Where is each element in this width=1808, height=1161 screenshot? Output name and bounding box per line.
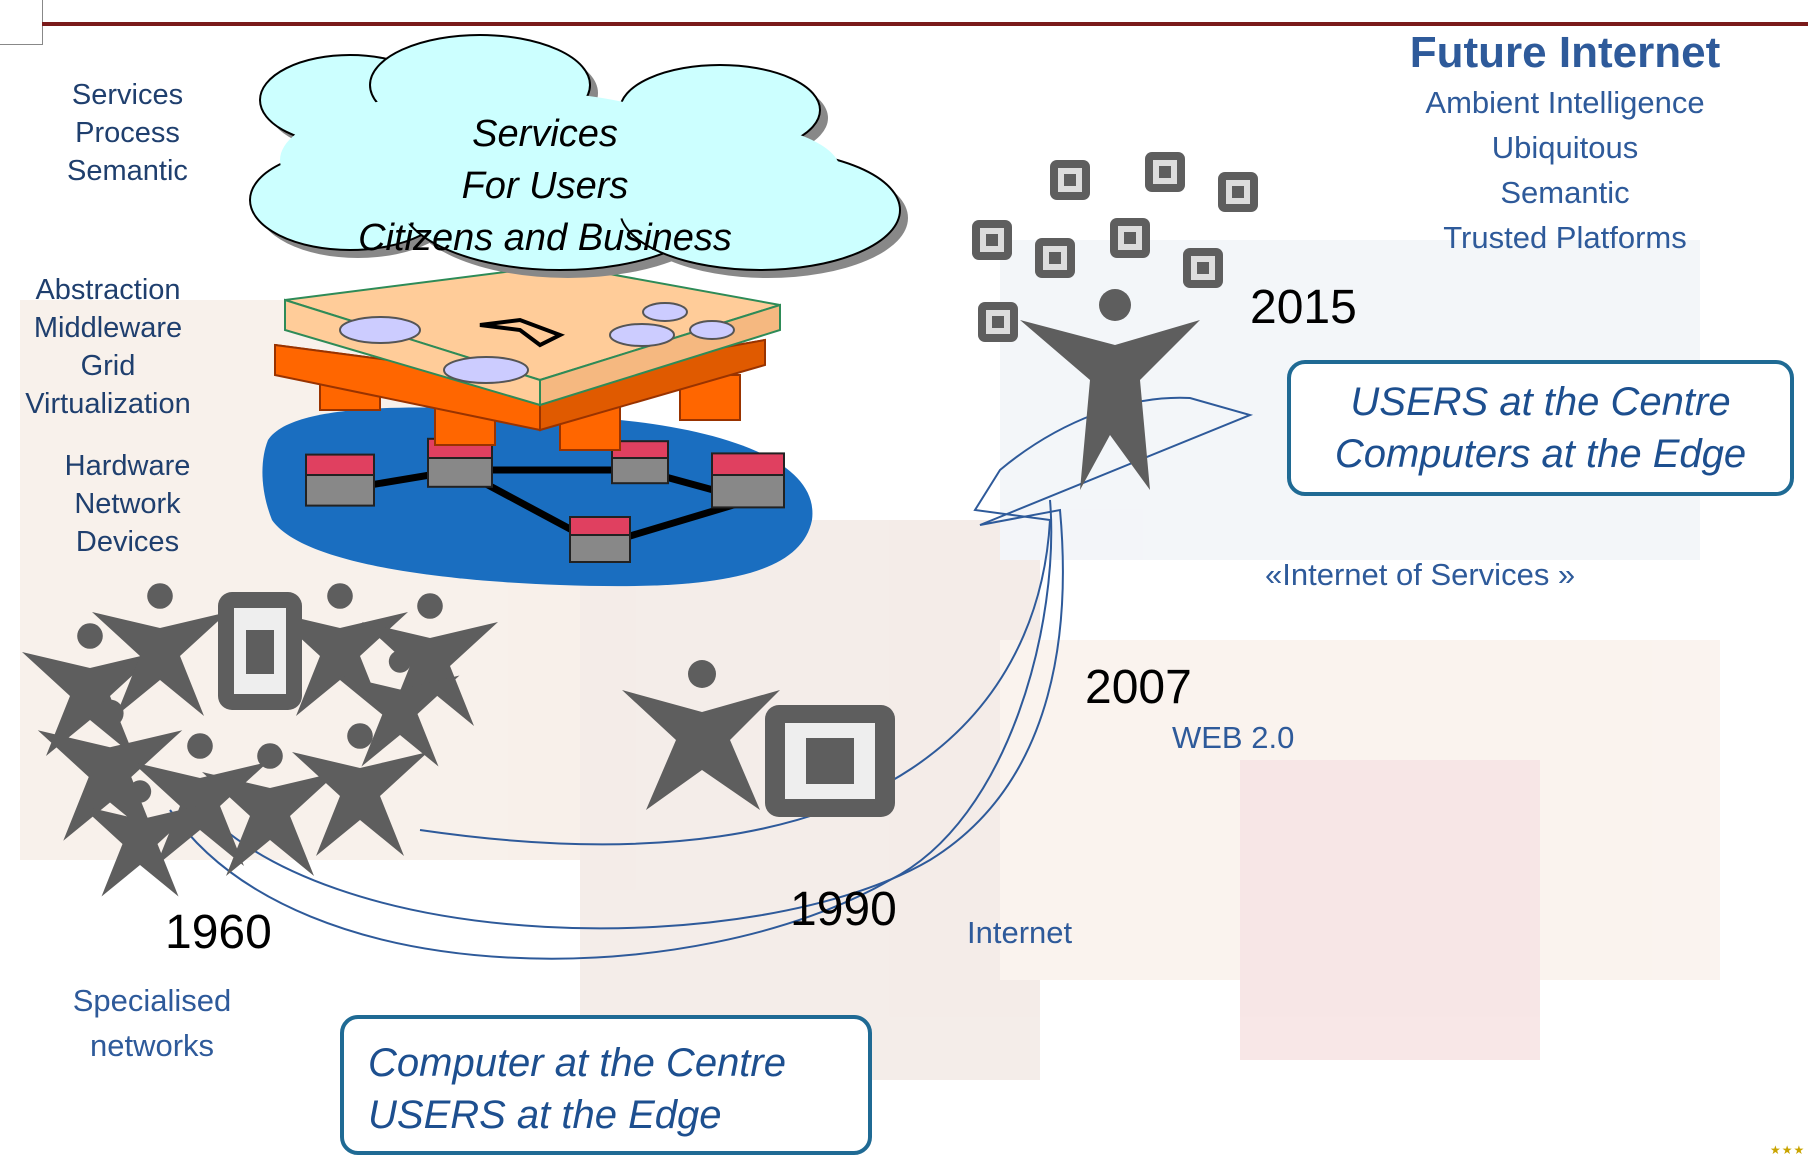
layer-services-labels: Services Process Semantic [55,76,200,190]
label-semantic: Semantic [67,155,188,187]
label-web2: WEB 2.0 [1172,720,1295,755]
network-node [711,452,785,509]
services-cloud [249,34,908,278]
device-chip-icon [1110,218,1150,258]
device-chip-icon [1218,172,1258,212]
label-process: Process [75,117,180,149]
users-centre-line-2: Computers at the Edge [1334,432,1747,476]
user-figure [292,723,428,856]
layer-hardware-labels: Hardware Network Devices [55,447,200,561]
device-chip-icon [978,302,1018,342]
user-figure [362,593,498,726]
network-node [305,453,375,507]
label-devices: Devices [75,526,180,558]
device-chip-icon [972,220,1012,260]
cloud-line-3: Citizens and Business [358,217,732,259]
middleware-platform [274,263,781,432]
label-specialised: Specialised [72,983,232,1018]
year-1960: 1960 [165,906,272,959]
device-chip-icon [1050,160,1090,200]
arc-computer-centre [169,499,1053,960]
cloud-line-1: Services [472,113,618,155]
computer-centre-box: Computer at the Centre USERS at the Edge [340,1015,872,1155]
label-hardware: Hardware [64,450,191,482]
network-node [569,516,631,563]
user-figure [272,583,408,716]
computer-centre-line-1: Computer at the Centre [368,1041,786,1085]
user-figure [92,583,228,716]
future-item-2: Ubiquitous [1491,130,1639,165]
year-1990: 1990 [790,883,897,936]
user-figure [202,743,338,876]
future-item-1: Ambient Intelligence [1425,85,1705,120]
future-item-3: Semantic [1500,175,1630,210]
single-user-with-device [622,660,895,817]
user-crowd [22,583,498,897]
label-virtualization: Virtualization [25,388,191,420]
future-internet-block: Future Internet Ambient Intelligence Ubi… [1380,26,1750,260]
user-figure [340,650,460,767]
arrow-outline [189,396,1254,930]
users-centre-line-1: USERS at the Centre [1350,380,1731,424]
label-networks: networks [89,1028,215,1063]
year-2015: 2015 [1250,281,1357,334]
user-figure [22,623,158,756]
cloud-line-2: For Users [461,165,629,207]
future-internet-title: Future Internet [1409,28,1721,77]
label-abstraction: Abstraction [35,274,181,306]
device-chip-icon [1035,238,1075,278]
layer-middleware-labels: Abstraction Middleware Grid Virtualizati… [10,271,206,423]
future-item-4: Trusted Platforms [1443,220,1687,255]
label-services: Services [71,79,184,111]
network-node [611,440,669,485]
user-figure [80,780,200,897]
header-rule [42,22,1808,26]
label-internet-of-services: «Internet of Services » [1265,557,1576,592]
device-chip-icon [1145,152,1185,192]
hardware-network-layer [262,407,813,587]
label-grid: Grid [80,350,136,382]
chip-icon [218,592,302,710]
eu-stars-icon: ★★★ [1770,1143,1806,1157]
users-centre-box: USERS at the Centre Computers at the Edg… [1287,360,1794,496]
label-specialised-networks: Specialised networks [52,978,252,1068]
device-chip-icon [1183,248,1223,288]
label-network: Network [74,488,181,520]
cloud-label: Services For Users Citizens and Business [330,108,760,264]
label-middleware: Middleware [33,312,183,344]
computer-centre-line-2: USERS at the Edge [368,1093,722,1137]
user-figure [37,699,183,841]
year-2007: 2007 [1085,661,1192,714]
label-internet: Internet [967,915,1073,950]
future-user [972,152,1258,490]
